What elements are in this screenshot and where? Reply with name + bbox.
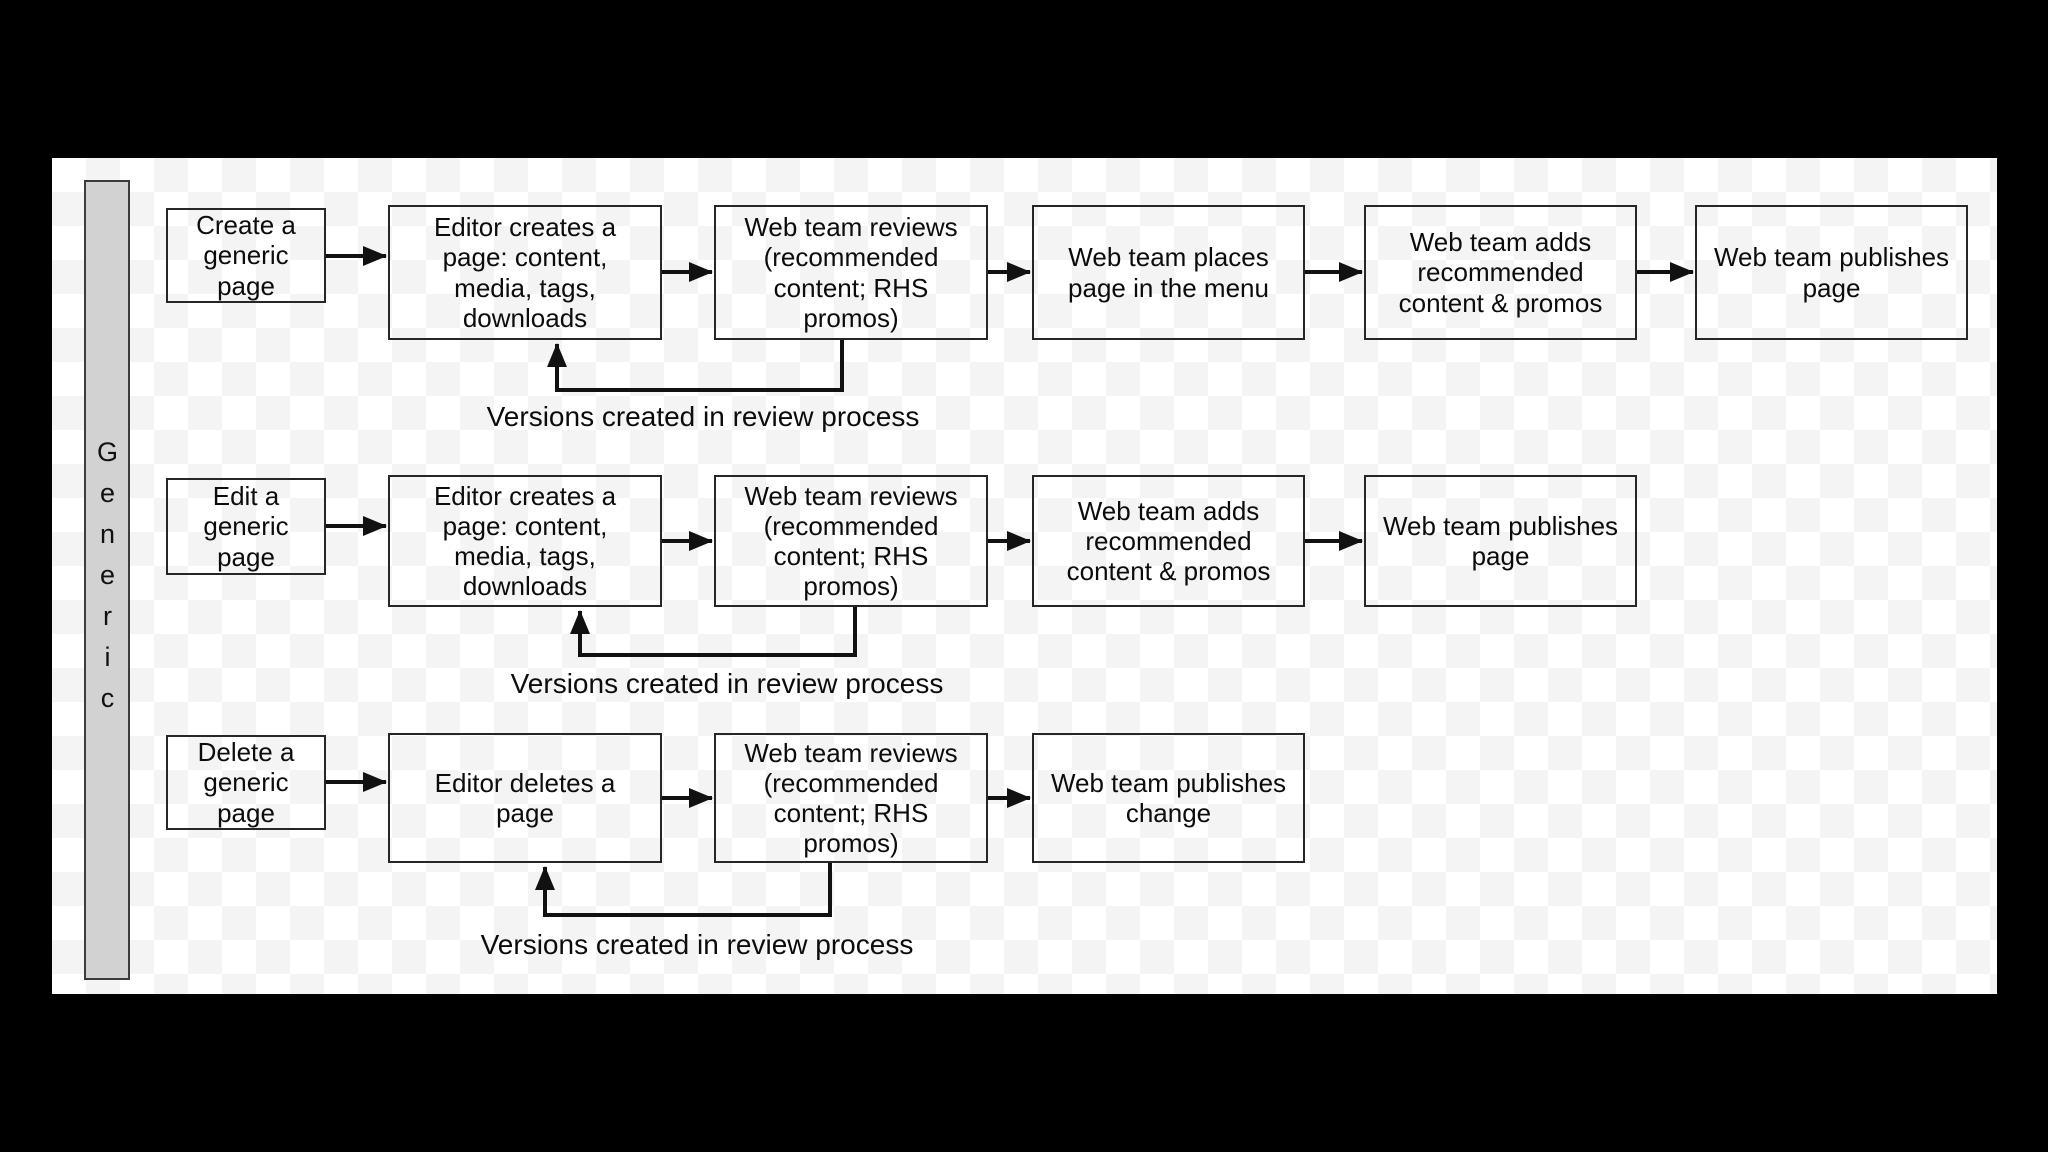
loop-label-create: Versions created in review process [486,401,920,432]
loop-label-delete: Versions created in review process [480,929,914,960]
loop-arrow-edit [570,607,857,657]
node-web-team-adds-content: Web team adds recommended content & prom… [1364,205,1637,340]
node-editor-deletes-page: Editor deletes a page [388,733,662,863]
node-web-team-reviews-2: Web team reviews (recommended content; R… [714,475,988,607]
node-create-generic-page: Create a generic page [166,208,326,303]
node-editor-creates-page: Editor creates a page: content, media, t… [388,205,662,340]
node-web-team-adds-content-2: Web team adds recommended content & prom… [1032,475,1305,607]
node-web-team-publishes-page-2: Web team publishes page [1364,475,1637,607]
loop-arrow-create [547,340,844,392]
node-web-team-places-menu: Web team places page in the menu [1032,205,1305,340]
diagram-canvas: Generic Create a generic page Editor cre… [52,158,1997,994]
loop-arrow-delete [535,863,832,917]
node-web-team-reviews-3: Web team reviews (recommended content; R… [714,733,988,863]
node-web-team-reviews: Web team reviews (recommended content; R… [714,205,988,340]
node-edit-generic-page: Edit a generic page [166,478,326,575]
loop-label-edit: Versions created in review process [510,668,944,699]
node-editor-creates-page-2: Editor creates a page: content, media, t… [388,475,662,607]
node-delete-generic-page: Delete a generic page [166,735,326,830]
node-web-team-publishes-page: Web team publishes page [1695,205,1968,340]
lane-label-generic: Generic [84,180,130,980]
node-web-team-publishes-change: Web team publishes change [1032,733,1305,863]
